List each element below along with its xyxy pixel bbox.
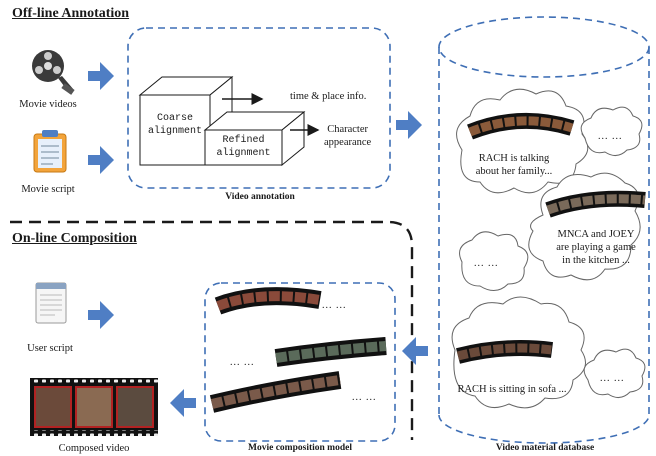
composition-dots-2: ... ... [230,357,255,368]
refined-alignment-label: Refined alignment [205,134,282,160]
arrow-annotation-to-database [396,111,422,139]
coarse-label-line2: alignment [147,126,202,137]
cloud-dots-1 [580,106,643,156]
refined-label-line1: Refined [222,135,265,146]
composition-dots-3: ... ... [352,392,377,403]
script-clipboard-icon [33,130,67,173]
cloud3-text: RACH is sitting in sofa ... [452,383,572,396]
arrow-database-to-model [402,337,428,365]
cloud2-line2: are playing a game [556,242,636,253]
time-place-label: time & place info. [290,91,367,102]
offline-title: Off-line Annotation [12,6,130,21]
arrow-videos-to-annotation [88,62,114,90]
cloud2-text: MNCA and JOEY are playing a game in the … [546,228,646,267]
character-label-line1: Character [327,124,369,135]
cloud-dots-3 [583,348,646,398]
arrow-userscript-to-model [88,301,114,329]
composed-video-filmstrip [30,378,158,436]
cloud-dots-2 [459,231,529,291]
character-appearance-label: Character appearance [324,123,371,149]
movie-composition-box [204,282,396,442]
composition-dots-1: ... ... [322,300,347,311]
movie-videos-label: Movie videos [19,99,77,110]
movie-script-label: Movie script [21,184,75,195]
notepad-icon [35,282,67,324]
cloud1-line1: RACH is talking [478,153,550,164]
online-title: On-line Composition [12,231,137,246]
database-caption: Video material database [495,443,595,453]
blue-arrows [88,62,428,417]
film-reel-icon [32,50,75,95]
alignment-blocks [138,75,306,167]
cloud-dots-text-3: ... ... [600,373,625,384]
user-script-label: User script [27,343,73,354]
cloud-rach-family [456,88,589,194]
character-label-line2: appearance [324,137,372,148]
cloud1-text: RACH is talking about her family... [466,152,562,178]
film-strips [209,112,646,413]
cloud-dots-text-1: ... ... [598,131,623,142]
movie-composition-caption: Movie composition model [248,443,352,453]
coarse-label-line1: Coarse [156,113,193,124]
arrow-model-to-composed [170,389,196,417]
arrow-script-to-annotation [88,146,114,174]
coarse-alignment-label: Coarse alignment [140,112,210,138]
cloud1-line2: about her family... [475,166,553,177]
refined-label-line2: alignment [216,148,271,159]
cloud3-line1: RACH is sitting in sofa ... [457,384,567,395]
composed-video-label: Composed video [58,443,130,454]
video-annotation-caption: Video annotation [225,192,295,202]
cloud2-line3: in the kitchen ... [562,255,630,266]
cloud-dots-text-2: ... ... [474,258,499,269]
video-material-database-cylinder [438,16,650,444]
video-annotation-box [127,27,391,189]
cloud2-line1: MNCA and JOEY [557,229,635,240]
